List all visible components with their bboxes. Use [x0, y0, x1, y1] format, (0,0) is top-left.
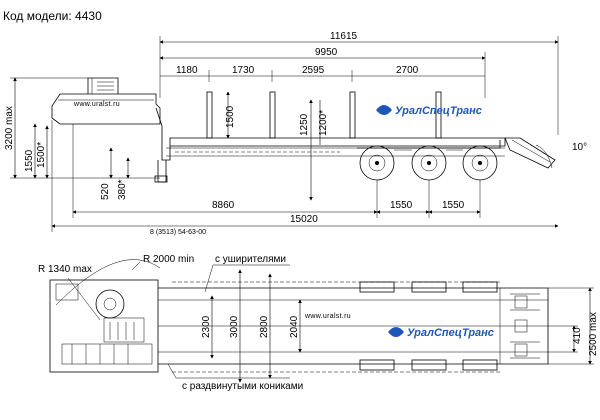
top-brand-logo: УралСпецТранс: [388, 327, 494, 339]
spread-stakes-label: с раздвинутыми кониками: [182, 381, 303, 392]
top-wheel-1a: [359, 281, 395, 293]
front-ladder: [87, 77, 119, 94]
wheel-2: [411, 145, 447, 181]
phone-number-text: 8 (3513) 54-63-00: [150, 229, 206, 236]
extenders-label: с уширителями: [215, 254, 286, 265]
stake-spacing-3-label: 2595: [302, 65, 325, 76]
alt-stake-height-label: 1200*: [318, 110, 329, 136]
top-wheel-3b: [462, 359, 498, 371]
wheel-3: [462, 145, 498, 181]
top-wheel-1b: [359, 359, 395, 371]
brand-text: УралСпецТранс: [395, 105, 482, 117]
landing-gear-leg: [157, 160, 167, 183]
stake-1: [206, 91, 213, 139]
platform-length-label: 9950: [315, 47, 338, 58]
gooseneck-body: [51, 93, 161, 125]
stake-spacing-2-label: 1730: [232, 65, 255, 76]
width-deck-label: 2040: [289, 315, 300, 338]
brand-logo: УралСпецТранс: [376, 105, 482, 117]
deck-clearance-label: 380*: [117, 179, 128, 200]
gooseneck-height-max-label: 3200 max: [4, 106, 15, 150]
frame-side-rail: [155, 107, 506, 161]
front-height-label: 1500*: [36, 142, 47, 168]
top-brand-text: УралСпецТранс: [407, 327, 494, 339]
top-wheel-3a: [462, 281, 498, 293]
top-view: R 1340 max R 2000 min www.uralst.ru Урал…: [38, 254, 599, 392]
overall-length-label: 11615: [330, 31, 358, 42]
rear-offset-label: 410: [572, 327, 583, 344]
wheel-1: [359, 145, 395, 181]
stake-spacing-4-label: 2700: [396, 65, 419, 76]
kingpin-plate: [95, 289, 125, 319]
model-code-title: Код модели: 4430: [3, 9, 102, 23]
stake-3: [349, 91, 356, 139]
top-website-text: www.uralst.ru: [304, 313, 351, 320]
turning-radius-front-label: R 1340 max: [38, 264, 92, 275]
side-website-text: www.uralst.ru: [73, 101, 120, 108]
width-stakes-label: 2800: [259, 315, 270, 338]
top-wheel-2b: [411, 359, 447, 371]
side-view: 11615 9950 1180 1730 2595 2700 www.urals…: [4, 31, 587, 236]
stake-4: [435, 91, 442, 139]
platform-stake-height-label: 1250: [299, 113, 310, 136]
rear-ramp: [504, 137, 556, 169]
turning-radius-min-label: R 2000 min: [143, 254, 194, 265]
axle-spacing-2-label: 1550: [442, 200, 465, 211]
top-wheel-2a: [411, 281, 447, 293]
kingpin-to-axle-label: 8860: [212, 200, 235, 211]
axle-spacing-1-label: 1550: [390, 200, 413, 211]
stake-spacing-1-label: 1180: [176, 65, 198, 76]
kingpin-height-label: 520: [100, 183, 111, 200]
ramp-angle-label: 10°: [572, 142, 587, 153]
width-inner-label: 2300: [201, 315, 212, 338]
width-extended-label: 3000: [229, 315, 240, 338]
total-length-label: 15020: [290, 214, 318, 225]
stake-2: [269, 91, 276, 139]
coupling-height-label: 1550: [24, 149, 35, 172]
overall-width-label: 2500 max: [588, 312, 599, 356]
stake-height-label: 1500: [225, 105, 236, 128]
